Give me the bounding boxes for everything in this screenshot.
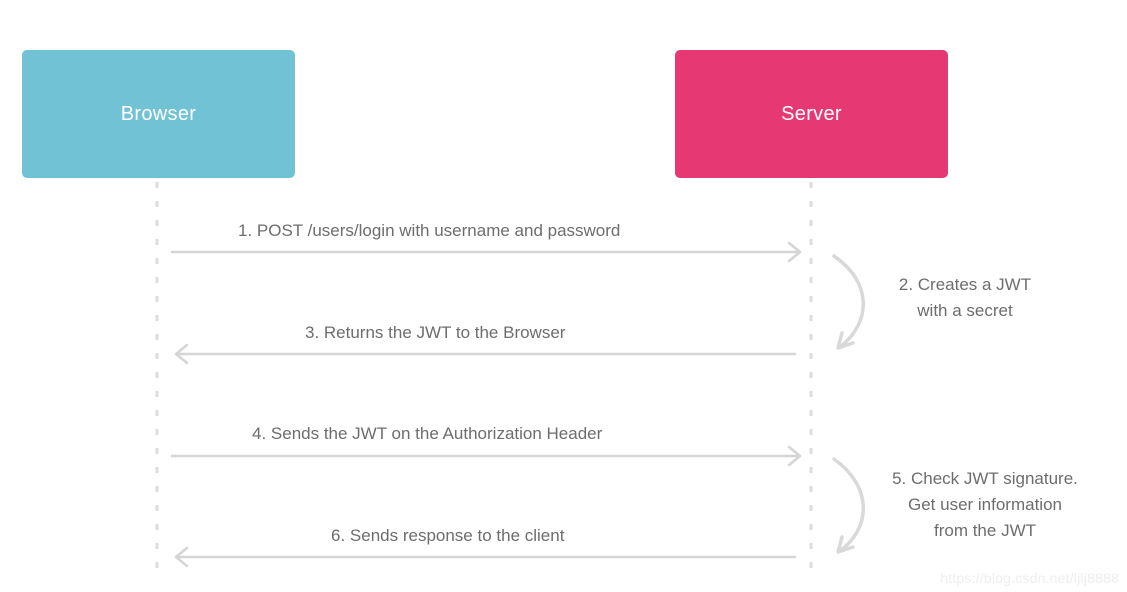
- message-selfloop-2: [832, 254, 865, 350]
- message-label-5-line-1: 5. Check JWT signature.: [892, 469, 1078, 488]
- message-label-1: 1. POST /users/login with username and p…: [238, 221, 621, 240]
- message-arrow-6: [174, 546, 797, 568]
- message-arrow-1: [170, 241, 802, 263]
- message-label-4: 4. Sends the JWT on the Authorization He…: [252, 424, 603, 443]
- actor-box-server[interactable]: Server: [675, 50, 948, 178]
- actor-label-server: Server: [781, 102, 842, 125]
- message-label-5-line-2: Get user information: [907, 495, 1062, 514]
- message-label-6: 6. Sends response to the client: [331, 526, 565, 545]
- message-arrow-3: [174, 343, 797, 365]
- watermark: https://blog.csdn.net/ljlj8888: [940, 570, 1119, 586]
- message-label-5-line-3: from the JWT: [933, 521, 1036, 540]
- message-label-2: 2. Creates a JWT with a secret: [870, 272, 1060, 324]
- message-label-2-line-1: 2. Creates a JWT: [898, 275, 1032, 294]
- message-label-2-line-2: with a secret: [917, 301, 1013, 320]
- actor-label-browser: Browser: [120, 102, 197, 125]
- message-arrow-4: [170, 445, 802, 467]
- message-label-3: 3. Returns the JWT to the Browser: [305, 323, 566, 342]
- message-label-5: 5. Check JWT signature. Get user informa…: [865, 466, 1105, 544]
- actor-box-browser[interactable]: Browser: [22, 50, 295, 178]
- message-selfloop-5: [832, 457, 865, 554]
